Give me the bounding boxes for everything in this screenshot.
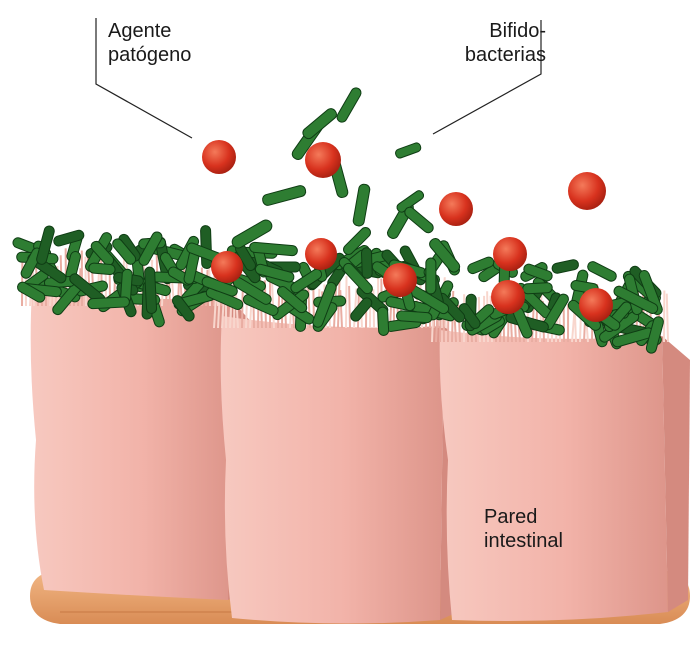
- pathogen-sphere: [568, 172, 606, 210]
- pathogen-sphere: [579, 288, 613, 322]
- microvillus: [349, 286, 350, 328]
- bifidobacterium-rod: [551, 259, 579, 274]
- intestinal-cell-right: [440, 330, 690, 621]
- pathogen-sphere: [493, 237, 527, 271]
- bifido-label-line2: bacterias: [452, 43, 546, 67]
- bifidobacteria-label: Bifido- bacterias: [452, 19, 546, 67]
- intestinal-cell-middle: [221, 316, 470, 624]
- bifidobacterium-rod: [522, 283, 552, 295]
- bifidobacterium-rod: [426, 258, 436, 294]
- bifidobacterium-rod: [377, 307, 388, 336]
- pathogen-sphere: [305, 142, 341, 178]
- bifidobacterium-rod: [88, 297, 130, 309]
- wall-label-line2: intestinal: [484, 529, 563, 553]
- bifidobacterium-rod: [586, 260, 618, 283]
- bifidobacterium-rod: [144, 267, 156, 314]
- bifido-label-line1: Bifido-: [452, 19, 546, 43]
- pathogen-label-line1: Agente: [108, 19, 191, 43]
- bifidobacterium-rod: [361, 248, 372, 279]
- pathogen-sphere: [383, 263, 417, 297]
- microvillus: [667, 294, 668, 342]
- pathogen-sphere: [202, 140, 236, 174]
- intestinal-wall-label: Pared intestinal: [484, 505, 563, 553]
- pathogen-sphere: [491, 280, 525, 314]
- wall-label-line1: Pared: [484, 505, 563, 529]
- pathogen-sphere: [211, 251, 243, 283]
- bifidobacterium-rod: [88, 263, 115, 275]
- bifidobacterium-rod: [396, 311, 432, 323]
- pathogen-label-line2: patógeno: [108, 43, 191, 67]
- pathogen-sphere: [439, 192, 473, 226]
- pathogen-label: Agente patógeno: [108, 19, 191, 67]
- pathogen-sphere: [305, 238, 337, 270]
